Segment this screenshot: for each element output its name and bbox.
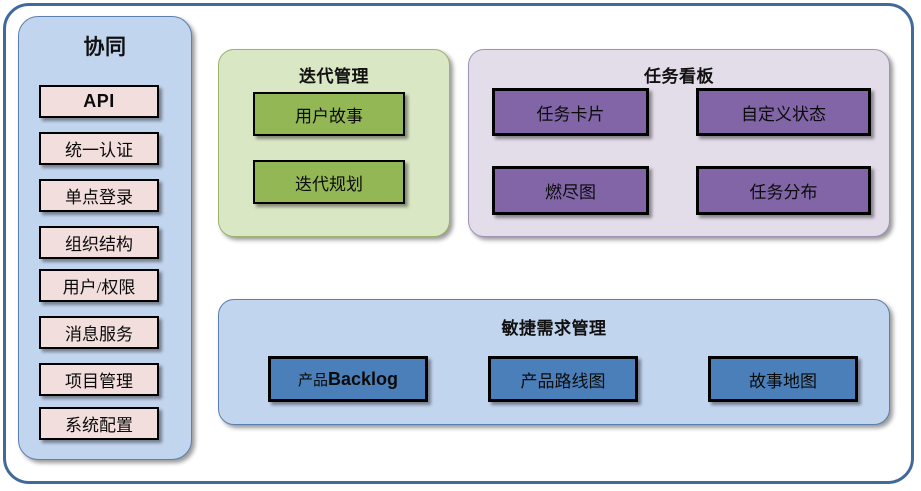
agile-item-product-roadmap[interactable]: 产品路线图	[488, 356, 638, 402]
panel-iteration-management[interactable]: 迭代管理 用户故事 迭代规划	[218, 49, 450, 237]
panel-task-board-title: 任务看板	[644, 67, 714, 86]
sidebar-item-unified-auth[interactable]: 统一认证	[39, 132, 159, 165]
iteration-item-iteration-plan[interactable]: 迭代规划	[253, 160, 405, 204]
iteration-item-user-story[interactable]: 用户故事	[253, 92, 405, 136]
sidebar-item-system-config[interactable]: 系统配置	[39, 407, 159, 440]
agile-item-story-map[interactable]: 故事地图	[708, 356, 858, 402]
agile-item-product-backlog-latin: Backlog	[327, 368, 399, 389]
taskboard-item-task-card[interactable]: 任务卡片	[492, 88, 649, 136]
taskboard-item-burndown-chart[interactable]: 燃尽图	[492, 166, 649, 215]
panel-task-board[interactable]: 任务看板 任务卡片 自定义状态 燃尽图 任务分布	[468, 49, 890, 237]
panel-collaboration[interactable]: 协同 API 统一认证 单点登录 组织结构 用户/权限 消息服务 项目管理 系统…	[18, 16, 192, 460]
panel-agile-requirements-title: 敏捷需求管理	[501, 319, 607, 338]
sidebar-item-api[interactable]: API	[39, 85, 159, 118]
sidebar-item-message-service[interactable]: 消息服务	[39, 316, 159, 349]
taskboard-item-task-distribution[interactable]: 任务分布	[696, 166, 871, 215]
agile-item-product-backlog-prefix: 产品	[297, 372, 328, 389]
taskboard-item-custom-status[interactable]: 自定义状态	[696, 88, 871, 136]
sidebar-item-sso[interactable]: 单点登录	[39, 179, 159, 212]
panel-iteration-title: 迭代管理	[299, 67, 369, 86]
sidebar-item-user-permission[interactable]: 用户/权限	[39, 269, 159, 302]
sidebar-item-org-structure[interactable]: 组织结构	[39, 226, 159, 259]
panel-collaboration-title: 协同	[83, 36, 127, 59]
sidebar-item-project-management[interactable]: 项目管理	[39, 363, 159, 396]
outer-frame	[3, 3, 914, 484]
